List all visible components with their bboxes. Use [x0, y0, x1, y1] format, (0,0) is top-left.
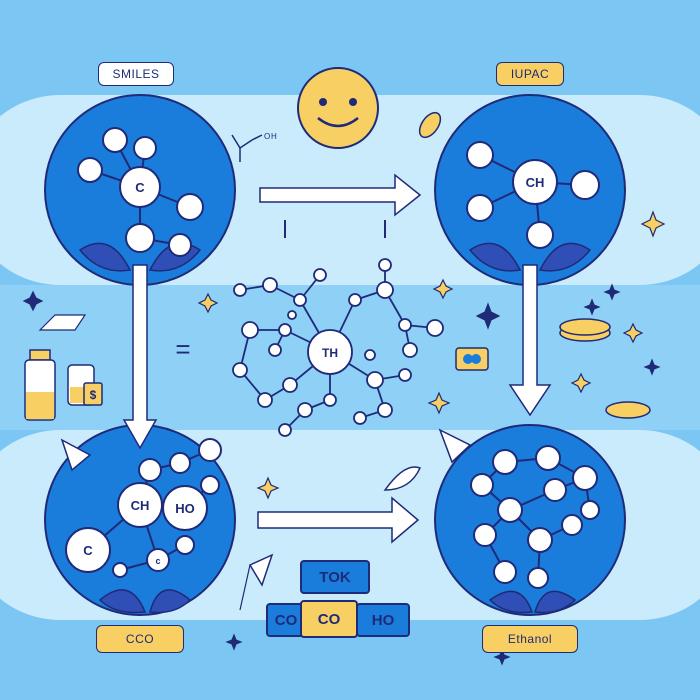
- sparkle-icons: [22, 210, 666, 666]
- molecule-top-left: [77, 127, 204, 257]
- paper-plane-icon: [239, 553, 274, 611]
- atom-label-bottom-left-small: c: [155, 556, 160, 566]
- leaves-top-right: [468, 242, 592, 272]
- smiles-label: SMILES: [98, 62, 174, 86]
- iupac-label: IUPAC: [496, 62, 564, 86]
- leaves-bottom-left: [98, 589, 192, 614]
- molecule-bottom-right: [470, 445, 600, 589]
- cco-label: CCO: [96, 625, 184, 653]
- atom-label-bottom-left-ch: CH: [131, 498, 150, 513]
- stem-arrow-left: [122, 264, 158, 450]
- arrow-small-right: [438, 428, 472, 464]
- circle-bottom-right: [434, 424, 626, 616]
- arrow-small-left: [60, 438, 92, 472]
- coin-icon-right: [605, 401, 651, 419]
- stem-arrow-right: [508, 264, 552, 417]
- powder-icon: [38, 314, 87, 331]
- atom-label-bottom-left-ho: HO: [175, 501, 195, 516]
- leaves-bottom-right: [488, 590, 577, 614]
- separator-marks: [284, 220, 386, 238]
- molecule-bottom-left: [65, 438, 222, 578]
- bottle-icon: [24, 349, 56, 421]
- skeletal-formula-o: O: [264, 132, 270, 141]
- molecule-center-network: [232, 258, 444, 437]
- token-tile-tok: TOK: [300, 560, 370, 594]
- atom-label-bottom-left-c: C: [83, 543, 93, 558]
- arrow-top: [259, 173, 422, 217]
- coin-icon-small-top: [418, 111, 442, 139]
- smiley-coin-icon: [297, 67, 379, 149]
- token-tile-co-left: CO: [266, 603, 306, 637]
- dollar-tag-icon: [83, 382, 103, 406]
- skeletal-formula-h: H: [271, 132, 277, 141]
- equals-sign: =: [175, 334, 190, 364]
- atom-label-top-right: CH: [526, 175, 545, 190]
- dollar-sign: $: [90, 388, 97, 402]
- coin-stack-icon: [559, 318, 611, 342]
- molecule-top-right: [466, 141, 600, 249]
- ethanol-label: Ethanol: [482, 625, 578, 653]
- token-tile-ho: HO: [356, 603, 410, 637]
- atom-label-top-left: C: [135, 180, 145, 195]
- leaf-icon: [383, 466, 422, 491]
- skeletal-formula: [231, 134, 263, 162]
- atom-label-center: TH: [322, 346, 338, 360]
- toggle-chip-icon: [455, 347, 489, 371]
- arrow-bottom: [257, 496, 420, 544]
- token-tile-co-center: CO: [300, 600, 358, 638]
